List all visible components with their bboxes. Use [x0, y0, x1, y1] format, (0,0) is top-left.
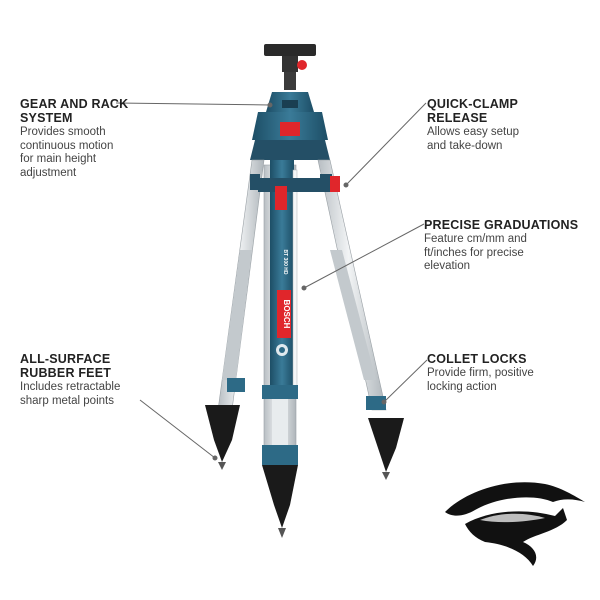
mid-clamps	[227, 174, 386, 465]
gear-housing	[250, 92, 330, 160]
tripod-legs	[217, 159, 387, 451]
brand-mark: BOSCH	[282, 300, 291, 329]
callout-description: Allows easy setup and take-down	[427, 126, 520, 152]
callout-description: Includes retractable sharp metal points	[20, 381, 121, 407]
callout-title: PRECISE GRADUATIONS	[424, 218, 579, 232]
mounting-plate	[264, 44, 316, 90]
callout-all-surface-feet: ALL-SURFACE RUBBER FEET Includes retract…	[20, 352, 170, 408]
callout-description: Provides smooth continuous motion for ma…	[20, 126, 114, 179]
callout-title: QUICK-CLAMP RELEASE	[427, 97, 519, 125]
quick-clamp-icon	[330, 176, 340, 192]
callout-quick-clamp: QUICK-CLAMP RELEASE Allows easy setup an…	[427, 97, 587, 153]
graduation-scale	[292, 169, 298, 391]
callout-title: GEAR AND RACK SYSTEM	[20, 97, 129, 125]
callout-title: COLLET LOCKS	[427, 352, 527, 366]
callout-precise-graduations: PRECISE GRADUATIONS Feature cm/mm and ft…	[424, 218, 594, 274]
brand-area: BOSCH BT 300 HD	[276, 249, 291, 356]
callout-description: Feature cm/mm and ft/inches for precise …	[424, 233, 527, 272]
gear-crank-icon	[280, 122, 300, 136]
leader-lines	[115, 102, 428, 461]
callout-collet-locks: COLLET LOCKS Provide firm, positive lock…	[427, 352, 587, 394]
rubber-feet	[205, 405, 404, 538]
height-lock-icon	[275, 186, 287, 210]
callout-gear-and-rack: GEAR AND RACK SYSTEM Provides smooth con…	[20, 97, 170, 180]
model-label: BT 300 HD	[282, 249, 288, 274]
callout-title: ALL-SURFACE RUBBER FEET	[20, 352, 112, 380]
bull-logo-icon	[445, 482, 585, 566]
top-knob-icon	[297, 60, 307, 70]
callout-description: Provide firm, positive locking action	[427, 367, 534, 393]
